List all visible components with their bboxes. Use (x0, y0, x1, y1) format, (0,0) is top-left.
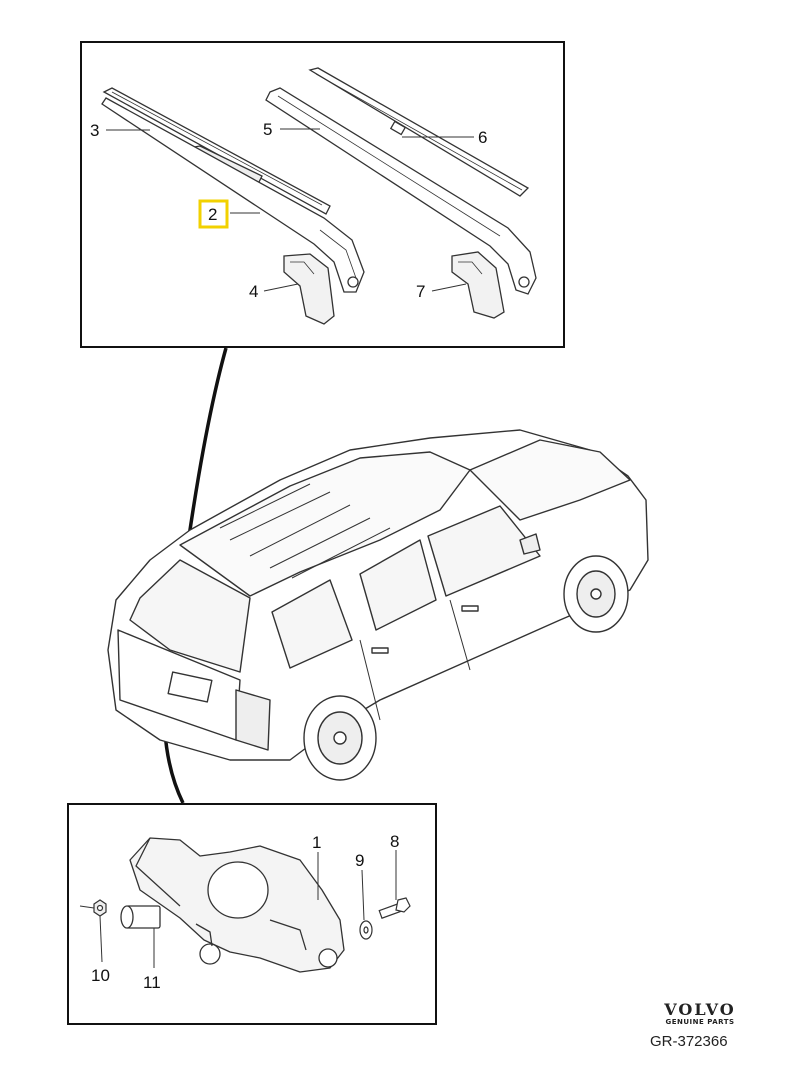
part-5-wiper-arm (265, 87, 537, 295)
leader-lines-bottom (79, 850, 397, 968)
part-7-cover-cap (451, 251, 505, 319)
callout-10: 10 (91, 966, 110, 985)
callout-7: 7 (416, 282, 425, 301)
callout-8: 8 (390, 832, 399, 851)
part-9-washer (359, 920, 373, 940)
logo-subtitle: GENUINE PARTS (665, 1018, 735, 1026)
part-4-cover-cap (283, 253, 335, 325)
callout-11: 11 (143, 973, 161, 992)
wiper-arms-panel (80, 41, 565, 348)
highlight-box-part-2 (198, 199, 229, 229)
callout-1: 1 (312, 833, 321, 852)
part-1-wiper-motor (129, 837, 345, 973)
callout-6: 6 (478, 128, 487, 147)
wiper-motor-panel (67, 803, 437, 1025)
car-illustration (107, 429, 649, 781)
diagram-reference: GR-372366 (650, 1033, 728, 1050)
part-2-wiper-arm (101, 97, 365, 293)
part-8-bolt (378, 897, 411, 919)
callout-3: 3 (90, 121, 99, 140)
volvo-logo: VOLVO GENUINE PARTS (640, 1000, 760, 1026)
callout-5: 5 (263, 120, 272, 139)
leader-lines-top (106, 128, 474, 292)
part-6-wiper-blade (308, 67, 530, 197)
logo-brand: VOLVO (664, 1000, 736, 1019)
callout-4: 4 (249, 282, 258, 301)
part-11-spacer (120, 905, 161, 929)
part-10-nut (93, 899, 107, 917)
callout-9: 9 (355, 851, 364, 870)
callout-2: 2 (208, 205, 217, 224)
